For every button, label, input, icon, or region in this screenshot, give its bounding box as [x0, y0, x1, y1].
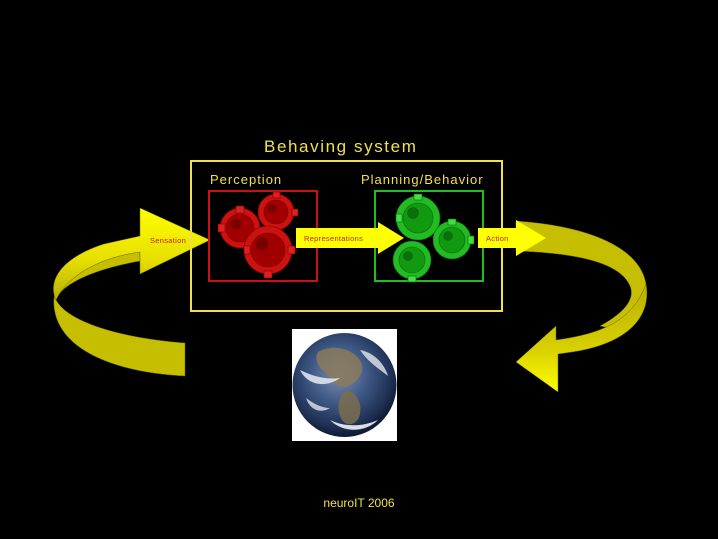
gear-icon: [217, 191, 299, 279]
planning-module: [374, 190, 484, 283]
representations-arrow: [296, 222, 404, 254]
diagram-title: Behaving system: [264, 137, 418, 156]
sensation-label: Sensation: [150, 236, 187, 245]
representations-label: Representations: [304, 234, 364, 243]
gear-icon: [392, 193, 475, 283]
sensation-loop-arrow: [53, 207, 211, 377]
action-loop-arrow: [515, 220, 648, 393]
footer-credit: neuroIT 2006: [323, 496, 395, 510]
planning-behavior-label: Planning/Behavior: [361, 172, 484, 187]
perception-label: Perception: [210, 172, 283, 187]
perception-module: [208, 190, 318, 282]
earth-globe-icon: [292, 329, 397, 441]
action-arrow: [478, 220, 546, 256]
action-label: Action: [486, 234, 509, 243]
